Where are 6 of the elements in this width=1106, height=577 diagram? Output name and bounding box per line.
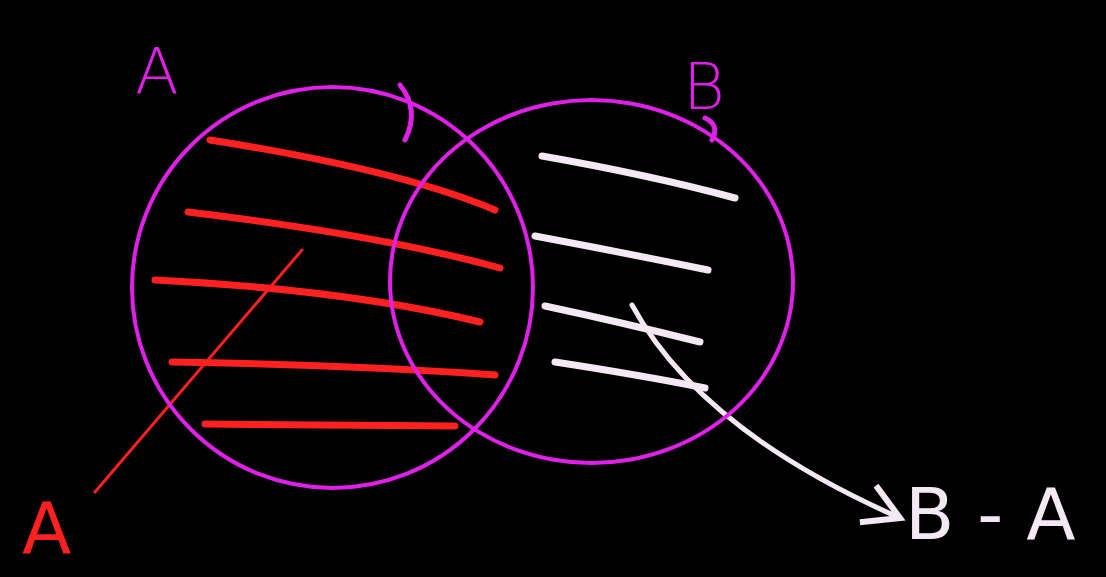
set-label: A xyxy=(135,40,179,104)
handwritten-label: A xyxy=(22,492,72,564)
handwritten-label: B - A xyxy=(905,478,1076,550)
arrow xyxy=(629,302,903,525)
leader-line xyxy=(93,248,304,494)
set-label: B xyxy=(683,55,725,119)
